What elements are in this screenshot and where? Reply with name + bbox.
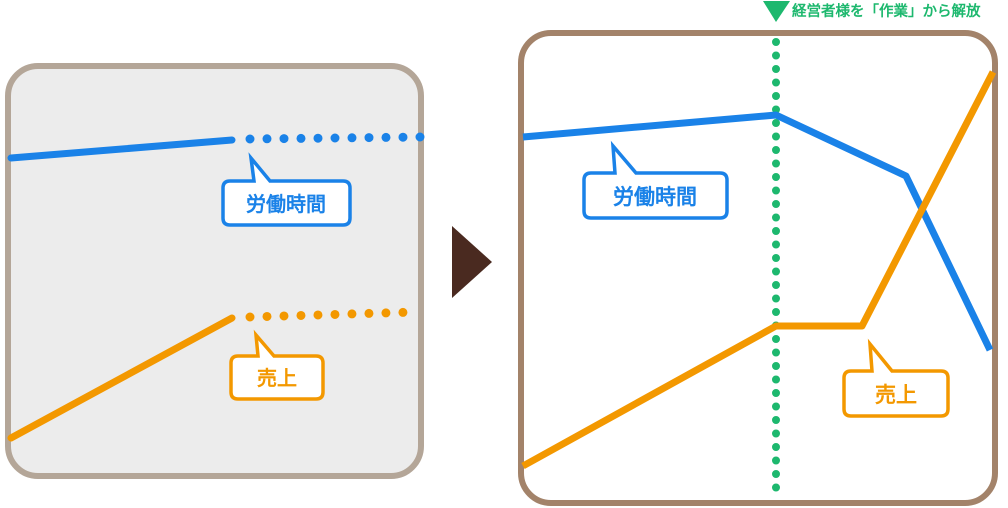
marker-text: 経営者様を「作業」から解放 bbox=[792, 2, 981, 20]
transition-arrow-icon bbox=[452, 226, 492, 298]
before-frame bbox=[5, 63, 424, 479]
before-panel: 労働時間 売上 bbox=[5, 63, 425, 479]
after-hours-line bbox=[522, 111, 994, 352]
after-sales-callout: 売上 bbox=[842, 338, 950, 418]
before-sales-line bbox=[7, 314, 236, 442]
before-sales-callout: 売上 bbox=[229, 329, 325, 401]
before-sales-projection bbox=[245, 307, 421, 322]
before-hours-label: 労働時間 bbox=[246, 192, 326, 216]
after-hours-label: 労働時間 bbox=[613, 185, 697, 209]
marker-triangle-icon bbox=[763, 1, 790, 22]
after-sales-label: 売上 bbox=[875, 383, 917, 407]
before-sales-label: 売上 bbox=[257, 366, 297, 390]
after-panel: 労働時間 売上 bbox=[518, 30, 998, 506]
before-hours-callout: 労働時間 bbox=[221, 152, 352, 227]
after-sales-line bbox=[521, 70, 997, 470]
before-hours-projection bbox=[245, 132, 425, 144]
before-hours-line bbox=[7, 136, 236, 162]
after-hours-callout: 労働時間 bbox=[582, 140, 729, 220]
after-frame bbox=[518, 30, 998, 506]
